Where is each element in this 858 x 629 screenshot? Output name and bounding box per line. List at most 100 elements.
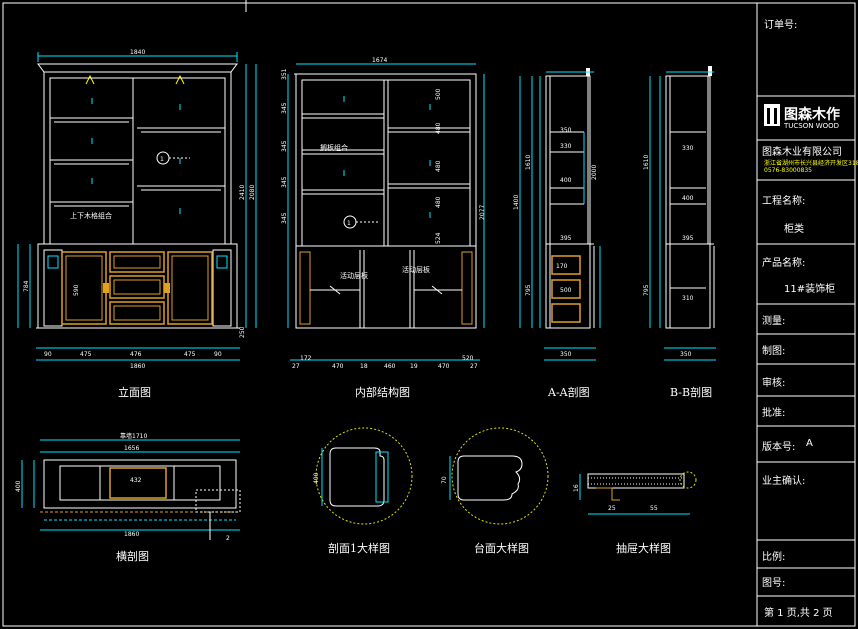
profile-1-view <box>315 427 413 525</box>
dim-internal-shelf-height: 345 <box>281 102 288 114</box>
caption-top-profile: 台面大样图 <box>474 542 529 555</box>
dim-section-a: 1400 <box>513 195 520 210</box>
review-label: 审核: <box>762 378 786 389</box>
dim-elevation-base-inner: 590 <box>73 284 80 296</box>
drawer-profile-view <box>579 471 697 515</box>
dim-section-a: 1610 <box>525 155 532 170</box>
dim-section-a: 500 <box>560 287 572 294</box>
dim-elevation-top-width: 1840 <box>130 49 145 56</box>
dim-elevation-height-total: 2410 <box>239 185 246 200</box>
section-b-view <box>649 66 716 361</box>
dim-plan-sub: 432 <box>130 477 142 484</box>
dim-internal-bottom-segment: 470 <box>332 363 344 370</box>
caption-section-b: B-B剖图 <box>670 386 713 399</box>
dim-section-b: 1610 <box>643 155 650 170</box>
product-label: 产品名称: <box>762 258 806 269</box>
dim-section-a: 350 <box>560 127 572 134</box>
dim-internal-top-width: 1674 <box>372 57 387 64</box>
version-value: A <box>806 438 813 449</box>
dim-plan-inner: 1656 <box>124 445 139 452</box>
note-elevation: 上下木格组合 <box>70 211 112 220</box>
dim-internal-shelf-height: 524 <box>435 232 442 244</box>
order-no-label: 订单号: <box>764 20 798 31</box>
top-profile-view <box>449 427 549 525</box>
dim-section-a: 330 <box>560 143 572 150</box>
approve-label: 批准: <box>762 408 786 419</box>
company-phone: 0576-83000835 <box>764 167 812 174</box>
dim-elevation-plinth: 250 <box>239 326 246 338</box>
dim-section-b: 310 <box>682 295 694 302</box>
dim-internal-bottom-small: 520 <box>462 355 474 362</box>
note-internal-movable: 活动层板 <box>340 271 368 280</box>
project-value: 柜类 <box>784 224 804 235</box>
company-name: 图森木业有限公司 <box>762 147 842 158</box>
dim-internal-bottom-small: 172 <box>300 355 312 362</box>
callout-marker-1: 1 <box>347 220 351 227</box>
dim-internal-bottom-segment: 27 <box>470 363 478 370</box>
dim-internal-shelf-height: 480 <box>435 160 442 172</box>
dim-internal-bottom-segment: 27 <box>292 363 300 370</box>
plan-view <box>21 439 241 540</box>
dim-section-a: 2000 <box>591 165 598 180</box>
dim-section-b: 330 <box>682 145 694 152</box>
dim-internal-bottom-segment: 19 <box>410 363 418 370</box>
product-value: 11#装饰柜 <box>784 284 836 295</box>
project-label: 工程名称: <box>762 196 806 207</box>
dim-internal-bottom-segment: 470 <box>438 363 450 370</box>
note-internal-shelf: 搁板组合 <box>320 143 348 152</box>
dim-drawer-profile-depth: 55 <box>650 505 658 512</box>
dim-internal-shelf-height: 345 <box>281 140 288 152</box>
dim-elevation-height-upper: 2080 <box>249 185 256 200</box>
dim-internal-shelf-height: 345 <box>281 212 288 224</box>
caption-plan: 横剖图 <box>116 550 149 563</box>
dim-drawer-profile-lip: 25 <box>608 505 616 512</box>
dim-elevation-bottom-segment: 90 <box>44 351 52 358</box>
draw-label: 制图: <box>762 346 786 357</box>
dim-section-a: 170 <box>556 263 568 270</box>
dim-drawer-profile-thickness: 16 <box>573 484 580 492</box>
dim-section-b: 350 <box>680 351 692 358</box>
dim-elevation-bottom-width: 1860 <box>130 363 145 370</box>
page-indicator: 第 1 页,共 2 页 <box>764 608 833 619</box>
brand-logo-icon <box>764 104 780 126</box>
elevation-view <box>17 52 257 361</box>
dim-internal-bottom-segment: 18 <box>360 363 368 370</box>
caption-internal: 内部结构图 <box>355 386 410 399</box>
caption-drawer-profile: 抽屉大样图 <box>616 542 671 555</box>
dim-internal-shelf-height: 345 <box>281 176 288 188</box>
company-address: 浙江省湖州市长兴县经济开发区318号 <box>764 160 858 167</box>
dim-section-b: 395 <box>682 235 694 242</box>
dim-section-a: 400 <box>560 177 572 184</box>
dim-internal-bottom-segment: 460 <box>384 363 396 370</box>
internal-view <box>287 63 485 361</box>
dim-elevation-bottom-segment: 476 <box>130 351 142 358</box>
dim-internal-shelf-height: 500 <box>435 88 442 100</box>
dim-elevation-bottom-segment: 475 <box>184 351 196 358</box>
drawing-no-label: 图号: <box>762 578 786 589</box>
caption-elevation: 立面图 <box>118 386 151 399</box>
dim-section-b: 795 <box>643 284 650 296</box>
callout-marker-1: 1 <box>160 156 164 163</box>
dim-elevation-base-height: 784 <box>23 280 30 292</box>
dim-section-a: 350 <box>560 351 572 358</box>
dim-internal-shelf-height: 480 <box>435 196 442 208</box>
dim-plan-top-note: 靠墙1710 <box>120 432 147 440</box>
scale-label: 比例: <box>762 552 786 563</box>
brand-en: TUCSON WOOD <box>784 122 840 130</box>
dim-internal-shelf-height: 351 <box>281 68 288 80</box>
caption-section-a: A-A剖图 <box>548 386 590 399</box>
owner-label: 业主确认: <box>762 476 806 487</box>
dim-internal-height-total: 2077 <box>479 205 486 220</box>
dim-internal-shelf-height: 480 <box>435 122 442 134</box>
brand-name: 图森木作 <box>784 107 840 123</box>
dim-section-b: 400 <box>682 195 694 202</box>
dim-plan-outer: 1860 <box>124 531 139 538</box>
callout-marker-2: 2 <box>226 535 230 542</box>
note-internal-movable: 活动层板 <box>402 265 430 274</box>
section-a-view <box>519 68 601 361</box>
dim-plan-height: 400 <box>15 480 22 492</box>
dim-section-a: 395 <box>560 235 572 242</box>
